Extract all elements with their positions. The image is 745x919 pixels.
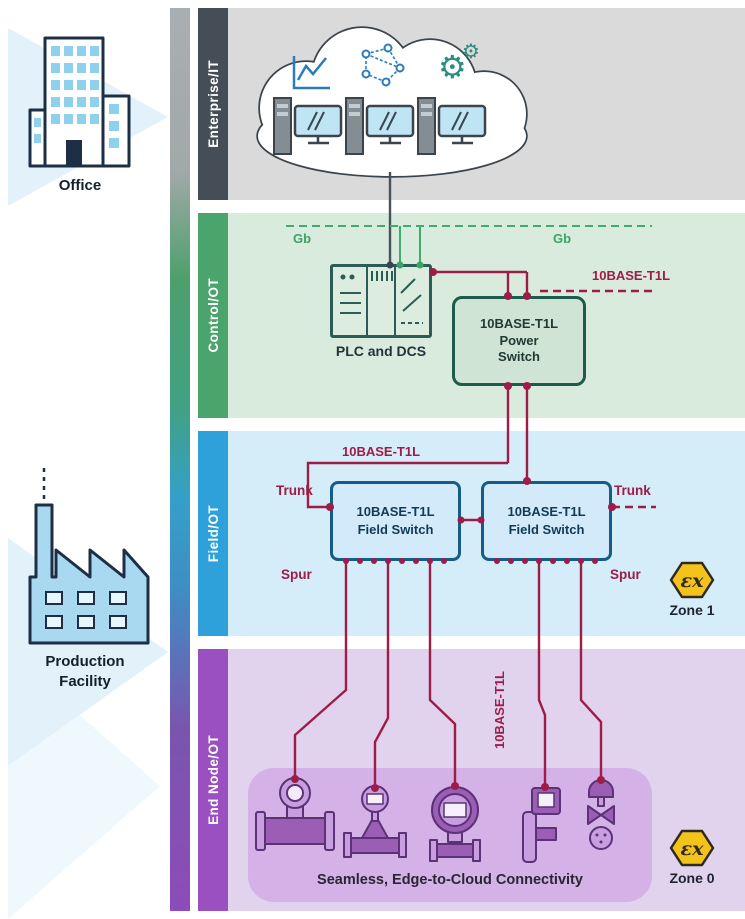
plc-box — [330, 264, 432, 338]
band-field: Field/OT — [198, 431, 745, 636]
t1l-label-endnode: 10BASE-T1L — [491, 670, 507, 750]
power-switch-label-line: Power — [499, 332, 539, 348]
band-control-labelbar: Control/OT — [198, 213, 228, 418]
ex-symbol: εx — [681, 838, 705, 860]
ex-symbol: εx — [681, 570, 705, 592]
power-switch-label-line: 10BASE-T1L — [479, 315, 559, 331]
ex-hexagon-icon — [669, 561, 715, 599]
production-label-line2: Facility — [59, 672, 111, 690]
band-enterprise: Enterprise/IT — [198, 8, 745, 200]
facility-triangle-accent-lower — [8, 652, 160, 919]
plc-label: PLC and DCS — [335, 343, 427, 359]
ex-hexagon-icon — [669, 829, 715, 867]
office-label: Office — [58, 177, 102, 194]
field-switch-label-line: 10BASE-T1L — [356, 504, 435, 520]
spur-label-left: Spur — [281, 567, 312, 582]
band-endnode-label: End Node/OT — [205, 735, 221, 825]
t1l-label-control: 10BASE-T1L — [592, 268, 671, 283]
gb-label-right: Gb — [553, 231, 572, 246]
band-field-label: Field/OT — [205, 504, 221, 563]
band-enterprise-label: Enterprise/IT — [205, 60, 221, 148]
production-label-line1: Production — [45, 653, 125, 670]
band-enterprise-labelbar: Enterprise/IT — [198, 8, 228, 200]
field-switch-label-line: Field Switch — [508, 522, 585, 537]
trunk-label-right: Trunk — [614, 483, 651, 498]
zone0-badge: εx — [669, 828, 715, 873]
gradient-spine — [170, 8, 190, 911]
field-switch-right: 10BASE-T1L Field Switch — [481, 481, 612, 561]
endnode-caption: Seamless, Edge-to-Cloud Connectivity — [317, 872, 583, 888]
power-switch-label-line: Switch — [498, 349, 540, 365]
field-switch-left: 10BASE-T1L Field Switch — [330, 481, 461, 561]
t1l-label-field: 10BASE-T1L — [342, 444, 421, 459]
band-endnode-labelbar: End Node/OT — [198, 649, 228, 911]
plc-detail-icon — [340, 267, 423, 335]
band-field-labelbar: Field/OT — [198, 431, 228, 636]
field-switch-label-line: 10BASE-T1L — [507, 504, 586, 520]
factory-icon — [28, 468, 150, 645]
zone1-badge: εx — [669, 560, 715, 605]
t1l-label-endnode-wrap: 10BASE-T1L — [486, 645, 512, 775]
gb-label-left: Gb — [293, 231, 312, 246]
band-control-label: Control/OT — [205, 278, 221, 353]
power-switch: 10BASE-T1L Power Switch — [452, 296, 586, 386]
spur-label-right: Spur — [610, 567, 641, 582]
trunk-label-left: Trunk — [276, 483, 313, 498]
zone1-label: Zone 1 — [669, 602, 715, 618]
office-building-icon — [28, 36, 131, 168]
production-label: Production Facility — [25, 652, 145, 691]
zone0-label: Zone 0 — [669, 870, 715, 886]
field-switch-label-line: Field Switch — [357, 522, 434, 537]
